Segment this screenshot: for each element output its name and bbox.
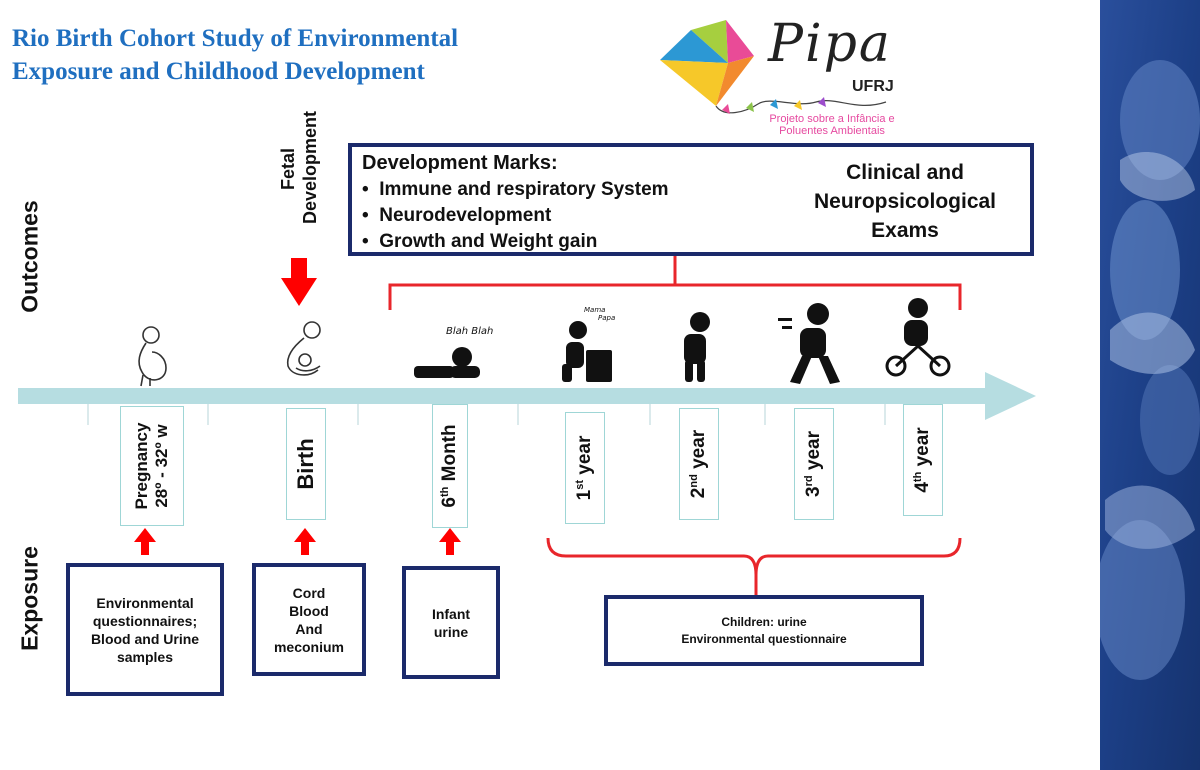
stage-6th-month: 6th Month	[432, 404, 468, 528]
development-mark-item: • Neurodevelopment	[362, 205, 552, 226]
fetal-arrow-icon	[281, 258, 317, 306]
child-bicycle-icon	[885, 298, 951, 377]
stage-4th-year: 4th year	[903, 404, 943, 516]
timeline-bar	[18, 388, 990, 404]
exposure-pregnancy-line: Environmental	[96, 594, 194, 611]
development-mark-item: • Immune and respiratory System	[362, 179, 669, 200]
up-arrow-icon	[134, 528, 156, 555]
toddler-speech-line-2: Papa	[598, 314, 616, 322]
outcomes-bracket	[388, 283, 962, 310]
timeline-graphics	[18, 256, 1036, 596]
stage-3rd-year-word: year	[803, 431, 825, 476]
stage-pregnancy-label: Pregnancy 28º - 32º w	[132, 423, 172, 510]
exposure-six-month-line: Infant	[431, 605, 471, 622]
stage-6th-month-label: 6th Month	[439, 424, 461, 507]
stage-4th-year-word: year	[912, 427, 934, 472]
timeline-arrowhead-icon	[985, 372, 1036, 420]
crawling-infant-icon	[414, 347, 480, 378]
stage-pregnancy: Pregnancy 28º - 32º w	[120, 406, 184, 526]
stage-4th-year-suffix: th	[911, 471, 924, 483]
development-mark-text: Neurodevelopment	[379, 205, 552, 226]
development-mark-text: Immune and respiratory System	[379, 179, 669, 200]
up-arrow-icon	[439, 528, 461, 555]
stage-2nd-year-suffix: nd	[687, 474, 700, 488]
stage-2nd-year-number: 2	[688, 487, 710, 499]
stage-6th-month-word: Month	[439, 424, 461, 487]
stage-2nd-year-label: 2nd year	[688, 430, 710, 498]
logo-badge: UFRJ	[852, 78, 894, 95]
clinical-exams-label: Clinical and Neuropsicological Exams	[780, 158, 1030, 245]
exposure-pregnancy-line: Blood and Urine	[90, 630, 200, 647]
stage-3rd-year-label: 3rd year	[803, 431, 825, 497]
running-child-icon	[778, 303, 840, 384]
development-mark-text: Growth and Weight gain	[379, 231, 598, 252]
exposure-birth-line: meconium	[273, 638, 344, 655]
exposure-box-children: Children: urine Environmental questionna…	[604, 595, 924, 666]
statue-image	[1100, 0, 1200, 770]
stage-2nd-year: 2nd year	[679, 408, 719, 520]
stage-3rd-year-number: 3	[803, 486, 825, 497]
stage-1st-year-suffix: st	[573, 480, 586, 490]
stage-3rd-year: 3rd year	[794, 408, 834, 520]
infant-speech: Blah Blah	[446, 326, 494, 337]
clinical-line-2: Neuropsicological	[813, 190, 997, 213]
logo-caption-line-1: Projeto sobre a Infância e	[769, 113, 895, 125]
pregnant-woman-icon	[138, 326, 167, 387]
exposure-children-line: Children: urine	[721, 614, 807, 629]
development-marks-heading: Development Marks:	[362, 152, 558, 174]
stage-pregnancy-line-1: Pregnancy	[132, 422, 151, 510]
clinical-line-1: Clinical and	[846, 161, 964, 184]
stage-4th-year-label: 4th year	[912, 427, 934, 492]
stage-1st-year-label: 1st year	[574, 436, 596, 501]
kite-logo-icon	[660, 20, 887, 114]
toddler-speech: Mama Papa	[584, 306, 615, 322]
mother-baby-icon	[286, 321, 321, 376]
exposure-birth-line: Cord	[292, 584, 326, 601]
exposure-birth-line: And	[295, 620, 323, 637]
exposure-pregnancy-line: questionnaires;	[92, 612, 198, 629]
stage-birth: Birth	[286, 408, 326, 520]
page-title: Rio Birth Cohort Study of Environmental …	[12, 22, 572, 88]
exposure-box-six-month: Infant urine	[402, 566, 500, 679]
exposure-children-line: Environmental questionnaire	[681, 631, 847, 646]
exposure-pregnancy-line: samples	[116, 648, 174, 665]
logo-caption-line-2: Poluentes Ambientais	[779, 125, 885, 137]
logo-caption: Projeto sobre a Infância e Poluentes Amb…	[712, 113, 952, 137]
exposure-birth-line: Blood	[289, 602, 329, 619]
development-mark-item: • Growth and Weight gain	[362, 231, 598, 252]
logo-wordmark: Pipa	[768, 14, 892, 74]
up-arrow-icon	[294, 528, 316, 555]
development-marks-box	[348, 143, 1034, 256]
stage-3rd-year-suffix: rd	[802, 475, 815, 487]
stage-4th-year-number: 4	[912, 482, 934, 493]
title-line-2: Exposure and Childhood Development	[12, 58, 425, 85]
toddler-speech-line-1: Mama	[584, 306, 606, 314]
exposure-box-birth: Cord Blood And meconium	[252, 563, 366, 676]
exposure-box-pregnancy: Environmental questionnaires; Blood and …	[66, 563, 224, 696]
toddler-box-icon	[562, 321, 612, 382]
stage-pregnancy-line-2: 28º - 32º w	[152, 424, 171, 508]
stage-6th-month-suffix: th	[438, 486, 451, 498]
children-bracket	[546, 537, 962, 576]
stage-1st-year: 1st year	[565, 412, 605, 524]
stage-2nd-year-word: year	[688, 429, 710, 475]
timeline-ticks	[87, 404, 886, 425]
title-line-1: Rio Birth Cohort Study of Environmental	[12, 25, 459, 52]
stage-1st-year-number: 1	[574, 489, 596, 501]
stage-1st-year-word: year	[574, 435, 596, 481]
clinical-line-3: Exams	[871, 219, 939, 242]
exposure-six-month-line: urine	[433, 623, 469, 640]
stage-birth-label: Birth	[293, 438, 318, 490]
walking-child-icon	[684, 312, 710, 382]
stage-6th-month-number: 6	[439, 497, 461, 508]
